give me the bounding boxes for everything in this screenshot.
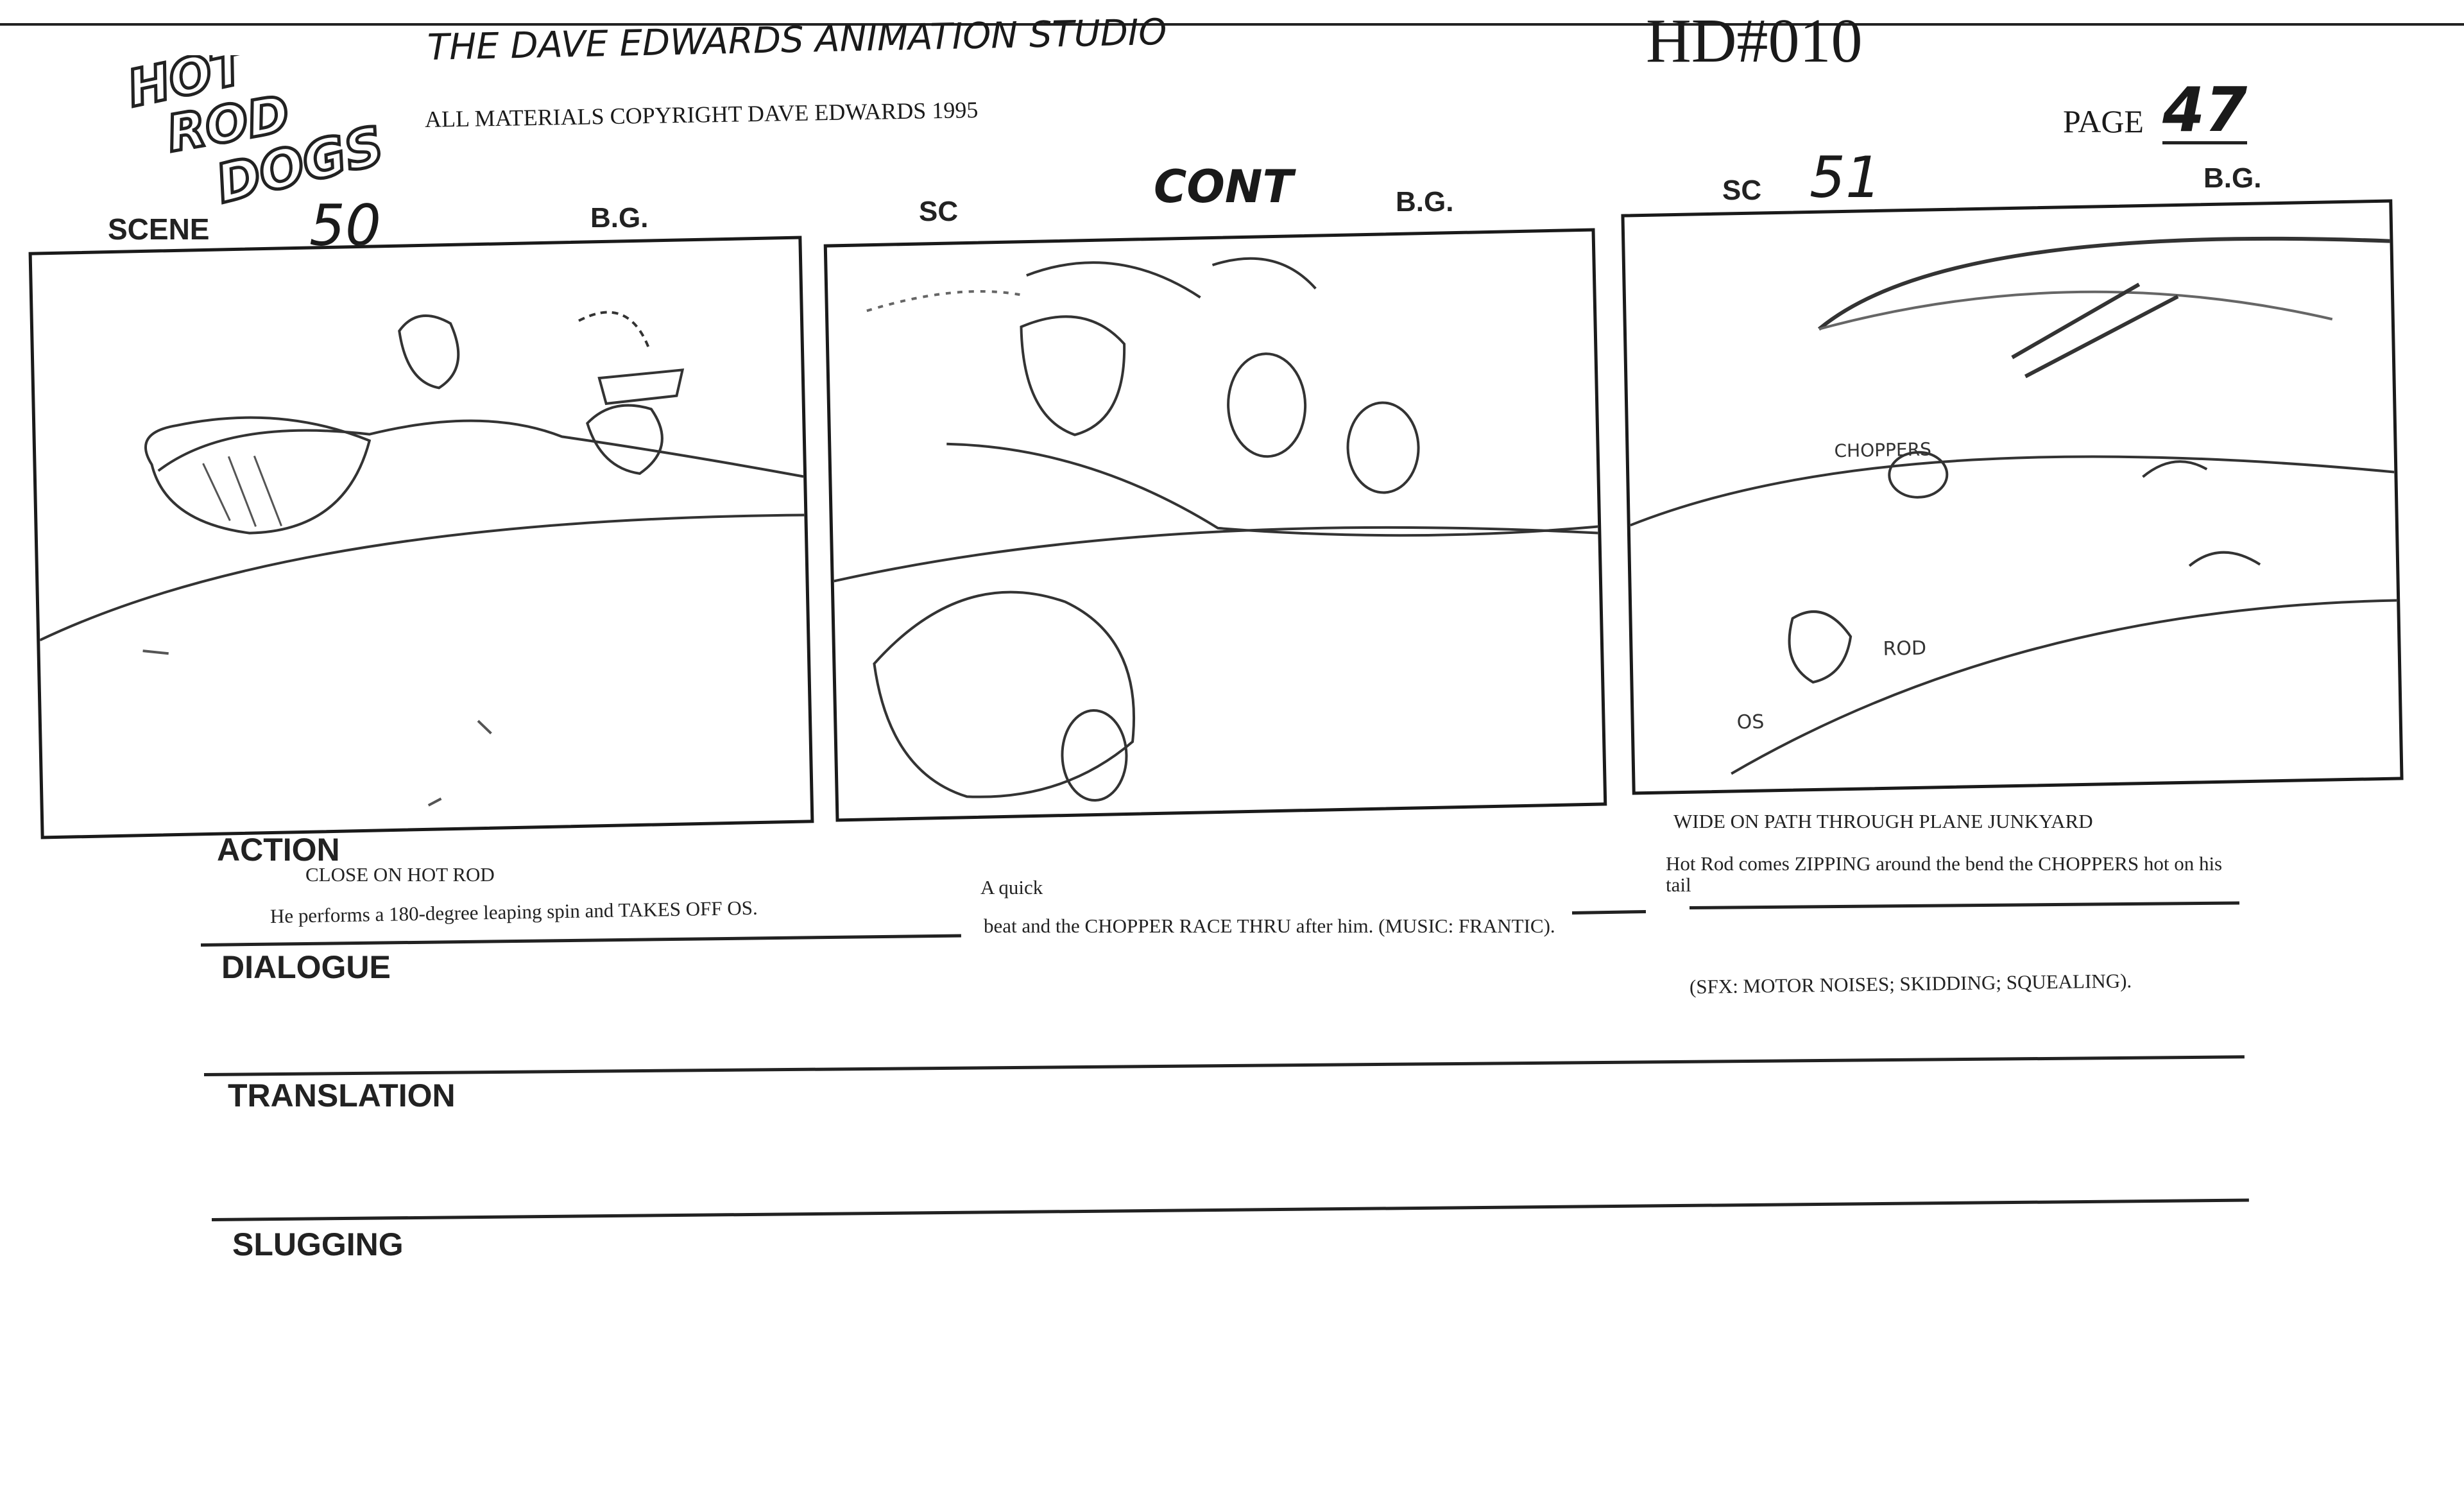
storyboard-panel-3: CHOPPERS ROD OS: [1621, 199, 2404, 795]
sketch-plane-junkyard: CHOPPERS ROD OS: [1629, 236, 2397, 775]
action-text-panel3-line2: Hot Rod comes ZIPPING around the bend th…: [1666, 852, 2223, 875]
action-text-panel3-line1: WIDE ON PATH THROUGH PLANE JUNKYARD: [1673, 810, 2093, 832]
bg-label-2: B.G.: [1396, 186, 1454, 218]
action-rule-2: [1571, 909, 1647, 915]
copyright-notice: ALL MATERIALS COPYRIGHT DAVE EDWARDS 199…: [424, 96, 979, 132]
hot-rod-dogs-logo: HOT ROD DOGS: [121, 35, 391, 216]
episode-code: HD#010: [1646, 6, 1863, 76]
action-text-panel3-line3: tail: [1666, 873, 1691, 896]
action-text-panel1-line1: CLOSE ON HOT ROD: [305, 863, 495, 886]
storyboard-panel-1: [28, 236, 814, 839]
page-number: 47: [2162, 75, 2248, 146]
storyboard-panel-2: [823, 228, 1607, 822]
bg-label-3: B.G.: [2203, 162, 2262, 194]
sketch-note-os: OS: [1736, 710, 1764, 734]
dialogue-rule: [203, 1055, 2245, 1076]
bg-label-1: B.G.: [590, 202, 649, 234]
action-text-panel2-line2: beat and the CHOPPER RACE THRU after him…: [984, 915, 1555, 937]
translation-rule: [211, 1198, 2249, 1221]
action-rule-1: [200, 934, 961, 947]
action-text-panel2-line1: A quick: [980, 876, 1043, 898]
action-label: ACTION: [217, 832, 340, 868]
translation-label: TRANSLATION: [228, 1078, 456, 1113]
action-text-panel1-line2: He performs a 180-degree leaping spin an…: [270, 896, 758, 927]
dialogue-label: DIALOGUE: [221, 949, 391, 985]
top-rule: [0, 23, 2464, 26]
sketch-note-choppers: CHOPPERS: [1834, 438, 1931, 461]
scene-label-1: SCENE: [108, 212, 210, 246]
sketch-note-rod: ROD: [1883, 637, 1926, 660]
slugging-label: SLUGGING: [232, 1226, 404, 1262]
sketch-hot-rod-on-plane: [39, 311, 805, 807]
page-label: PAGE: [2063, 103, 2144, 139]
scene-number-2: CONT: [1154, 160, 1294, 213]
action-rule-3: [1689, 901, 2239, 909]
sketch-choppers-race: [834, 257, 1598, 802]
scene-number-3: 51: [1810, 144, 1881, 211]
dialogue-text-panel3: (SFX: MOTOR NOISES; SKIDDING; SQUEALING)…: [1689, 969, 2132, 998]
scene-label-2: SC: [919, 196, 959, 227]
studio-title: THE DAVE EDWARDS ANIMATION STUDIO: [427, 11, 1168, 69]
scene-label-3: SC: [1722, 175, 1762, 206]
